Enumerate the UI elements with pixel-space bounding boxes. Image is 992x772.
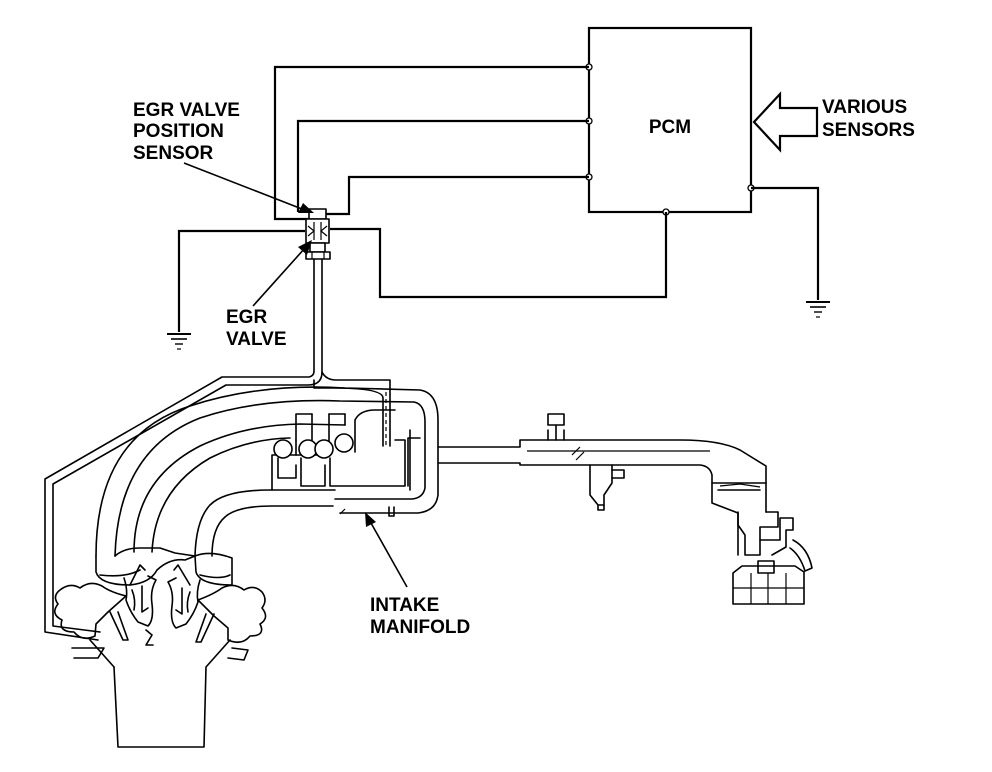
callout-egr-valve: [252, 240, 312, 307]
egr-position-sensor-label-line1: EGR VALVE: [133, 100, 240, 121]
callout-egr-position-sensor: [183, 162, 314, 213]
pcm-label: PCM: [649, 117, 691, 138]
various-sensors-label-line1: VARIOUS: [822, 97, 907, 118]
engine-block: [54, 547, 267, 748]
pcm-module: PCM: [585, 26, 755, 216]
intake-manifold-label-line2: MANIFOLD: [370, 617, 470, 638]
egr-valve-label-line2: VALVE: [226, 329, 287, 350]
egr-position-sensor-label-line2: POSITION: [133, 121, 224, 142]
ground-symbol-left: [167, 333, 191, 350]
egr-valve-label-line1: EGR: [226, 307, 267, 328]
pcm-wiring: [177, 65, 820, 332]
callout-intake-manifold: [365, 512, 408, 588]
intake-manifold: [95, 386, 813, 605]
various-sensors-label-line2: SENSORS: [822, 120, 915, 141]
various-sensors-arrow: [752, 91, 819, 153]
egr-position-sensor-label-line3: SENSOR: [133, 143, 214, 164]
egr-valve-assembly: [305, 208, 331, 260]
ground-symbol-right: [806, 301, 830, 318]
intake-manifold-label-line1: INTAKE: [370, 595, 439, 616]
